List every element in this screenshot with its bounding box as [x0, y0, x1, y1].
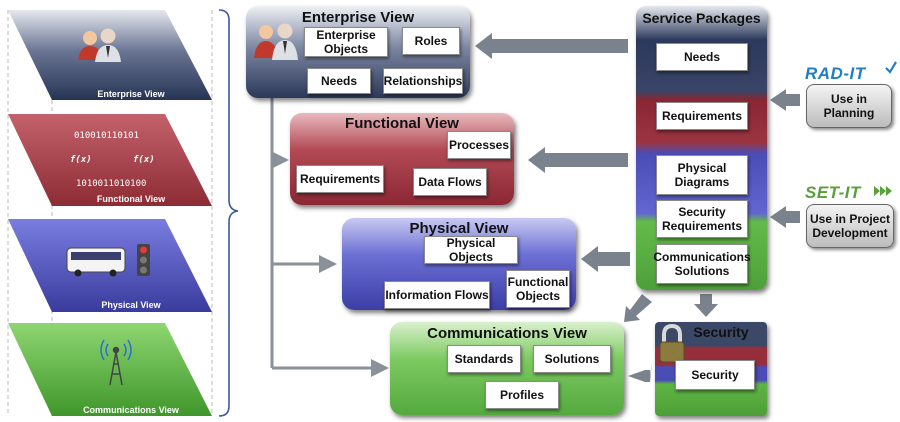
service-package-arrows: [475, 33, 800, 382]
processes-box: Processes: [447, 131, 511, 159]
security-lock-icon: [658, 323, 686, 369]
view-connectors: [270, 78, 389, 377]
enterprise-view-title: Enterprise View: [301, 9, 415, 26]
physical-layer-label: Physical View: [101, 300, 161, 310]
communications-view-layer: [8, 323, 212, 416]
security-item-box[interactable]: Security: [675, 360, 755, 390]
solutions-box: Solutions: [533, 345, 611, 373]
people-icon: [78, 28, 121, 62]
svg-text:010010110101: 010010110101: [74, 131, 139, 141]
communications-layer-label: Communications View: [83, 405, 180, 415]
enterprise-people-icon: [252, 22, 302, 67]
svg-text:1010011010100: 1010011010100: [76, 179, 146, 189]
sp-security-requirements-box[interactable]: Security Requirements: [656, 200, 748, 238]
use-in-project-development-button[interactable]: Use in Project Development: [806, 204, 894, 248]
use-in-planning-button[interactable]: Use in Planning: [806, 84, 892, 128]
checkmark-icon: [885, 61, 897, 74]
service-packages-title: Service Packages: [642, 10, 761, 26]
binary-ring-icon: 010010110101 1010011010100 f(x) f(x): [70, 131, 155, 189]
standards-box: Standards: [447, 345, 521, 373]
functional-objects-box: Functional Objects: [506, 270, 570, 308]
stack-brace: [218, 9, 239, 417]
communications-view-title: Communications View: [427, 325, 587, 342]
roles-box: Roles: [402, 27, 460, 55]
bus-icon: [66, 247, 126, 277]
data-flows-box: Data Flows: [413, 168, 487, 196]
security-title: Security: [693, 324, 749, 340]
set-it-logo: SET-IT: [805, 183, 861, 202]
functional-view-layer: [8, 114, 212, 206]
information-flows-box: Information Flows: [384, 281, 490, 309]
sp-communications-solutions-box[interactable]: Communications Solutions: [653, 244, 751, 284]
sp-requirements-box[interactable]: Requirements: [656, 102, 748, 130]
functional-layer-label: Functional View: [97, 194, 166, 204]
requirements-box: Requirements: [296, 165, 384, 193]
svg-text:f(x): f(x): [133, 155, 155, 165]
profiles-box: Profiles: [485, 381, 559, 409]
sp-needs-box[interactable]: Needs: [656, 43, 748, 71]
enterprise-layer-label: Enterprise View: [97, 89, 165, 99]
physical-objects-box: Physical Objects: [424, 236, 518, 264]
rad-it-logo: RAD-IT: [805, 64, 866, 83]
radio-tower-icon: [100, 339, 132, 386]
physical-view-title: Physical View: [409, 220, 509, 237]
relationships-box: Relationships: [383, 68, 463, 94]
traffic-light-icon: [137, 244, 150, 276]
functional-view-title: Functional View: [345, 115, 459, 132]
enterprise-objects-box: Enterprise Objects: [304, 27, 388, 57]
needs-box: Needs: [307, 68, 371, 94]
sp-physical-diagrams-box[interactable]: Physical Diagrams: [656, 155, 748, 195]
svg-text:f(x): f(x): [70, 155, 92, 165]
arrow-stripes-icon: [874, 186, 892, 196]
